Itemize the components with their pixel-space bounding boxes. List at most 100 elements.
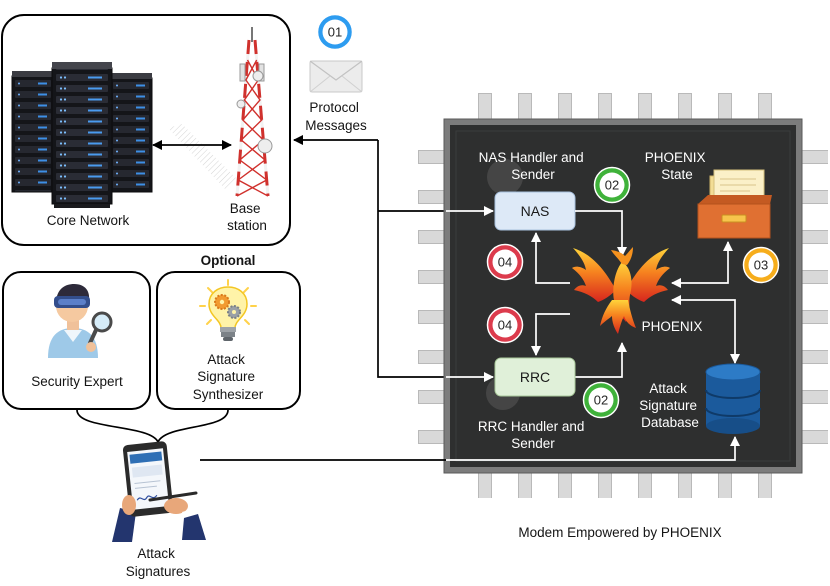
badge-number: 04 bbox=[498, 318, 512, 333]
phoenix-label: PHOENIX bbox=[642, 319, 703, 334]
tablet-text-line bbox=[134, 480, 161, 484]
base-station-label: Base station bbox=[227, 201, 267, 233]
database-separator bbox=[705, 407, 761, 417]
bulb-tip bbox=[223, 337, 233, 341]
nas-box-label: NAS bbox=[521, 203, 550, 219]
badge-face bbox=[492, 249, 518, 275]
gear-large-hub bbox=[219, 299, 225, 305]
database-separator bbox=[705, 389, 761, 399]
rrc-handler-label-line: Sender bbox=[511, 436, 555, 451]
synthesizer-label-line: Attack bbox=[207, 352, 245, 367]
magnifier-lens bbox=[91, 311, 113, 333]
badge-face bbox=[748, 252, 774, 278]
nas-handler-label-line: NAS Handler and bbox=[479, 150, 584, 165]
step-badge-03: 03 bbox=[742, 246, 780, 284]
antenna-panel bbox=[239, 63, 246, 82]
badge-face bbox=[588, 387, 614, 413]
core-network-label: Core Network bbox=[47, 213, 130, 228]
phoenix-state-label-line: State bbox=[661, 167, 693, 182]
server-rack-right bbox=[109, 77, 153, 193]
protocol-messages-label-line: Protocol bbox=[309, 100, 359, 115]
expert-to-signatures-connector bbox=[76, 409, 159, 443]
server-rack-middle bbox=[51, 67, 113, 205]
left-hand bbox=[122, 495, 136, 515]
attack-signatures-label-line: Attack bbox=[137, 546, 175, 561]
base-station-label-line: Base bbox=[230, 201, 261, 216]
synthesizer-label-line: Signature bbox=[197, 369, 255, 384]
tower-leg-left bbox=[235, 39, 251, 197]
database-top bbox=[705, 363, 761, 381]
modem-caption: Modem Empowered by PHOENIX bbox=[518, 525, 721, 540]
security-expert-icon bbox=[48, 284, 113, 358]
database-label-line: Database bbox=[641, 415, 699, 430]
tower-leg-right bbox=[253, 39, 270, 197]
right-hand bbox=[164, 498, 188, 514]
tablet-content bbox=[131, 464, 163, 478]
rrc-box: RRC bbox=[494, 357, 576, 397]
antenna-dish bbox=[252, 70, 264, 82]
attack-signatures-label: Attack Signatures bbox=[126, 546, 191, 579]
right-sleeve bbox=[182, 514, 206, 540]
arrow-nas-to-phoenix bbox=[575, 210, 628, 258]
synthesizer-to-signatures-connector bbox=[157, 409, 229, 443]
rrc-handler-label-line: RRC Handler and bbox=[478, 419, 585, 434]
chip-pins-bottom bbox=[478, 470, 772, 498]
security-expert-label: Security Expert bbox=[31, 374, 123, 389]
tablet-text-line bbox=[134, 485, 157, 489]
envelope-body bbox=[309, 60, 363, 93]
file-drawer-icon bbox=[697, 169, 772, 239]
database-label-line: Signature bbox=[639, 398, 697, 413]
nas-handler-label: NAS Handler and Sender bbox=[479, 150, 588, 182]
expert-hand bbox=[86, 342, 96, 352]
attack-signatures-label-line: Signatures bbox=[126, 564, 191, 579]
phoenix-right-wing bbox=[626, 248, 670, 302]
server-rack-right-cap bbox=[110, 73, 152, 79]
tower-bracing bbox=[236, 59, 269, 197]
arrow-phoenix-to-nas bbox=[530, 231, 570, 284]
bulb-base bbox=[220, 327, 236, 332]
server-rack-left bbox=[11, 75, 55, 193]
badge-shadow bbox=[487, 159, 523, 195]
phoenix-head bbox=[611, 247, 633, 265]
envelope-fold bbox=[309, 75, 331, 93]
right-cuff bbox=[182, 508, 198, 518]
antenna-dish bbox=[236, 99, 246, 109]
chip-pins-left bbox=[418, 150, 448, 444]
phoenix-icon bbox=[572, 247, 670, 334]
tablet-signature-scribble bbox=[136, 494, 158, 501]
drawer-handle bbox=[721, 214, 747, 223]
arrow-rrc-to-phoenix bbox=[575, 341, 628, 378]
tablet-header bbox=[129, 451, 163, 464]
expert-collar bbox=[64, 330, 82, 342]
bulb-rays bbox=[199, 279, 257, 325]
magnifier-handle bbox=[88, 328, 98, 345]
optional-heading: Optional bbox=[201, 253, 256, 268]
step-badge-01: 01 bbox=[316, 13, 354, 51]
server-rack-middle-cap bbox=[52, 62, 112, 69]
nas-handler-label-line: Sender bbox=[511, 167, 555, 182]
protocol-messages-label: Protocol Messages bbox=[305, 100, 367, 133]
server-rack-base bbox=[54, 204, 110, 208]
badge-number: 02 bbox=[594, 393, 608, 408]
rrc-handler-label: RRC Handler and Sender bbox=[478, 419, 588, 451]
tower-bracing bbox=[236, 59, 269, 197]
envelope-fold bbox=[341, 75, 363, 93]
cell-tower-icon bbox=[235, 27, 273, 197]
bulb-base bbox=[221, 332, 235, 337]
server-rack-left-cap bbox=[12, 71, 54, 77]
gear-small-hub bbox=[232, 310, 236, 314]
step-badge-02-nas: 02 bbox=[593, 166, 631, 204]
signatures-to-database-arrow bbox=[446, 435, 741, 461]
tablet-screen bbox=[127, 448, 170, 510]
expert-vr-lens bbox=[58, 299, 86, 305]
tablet-signature-icon bbox=[112, 441, 206, 542]
chip-pins-top bbox=[478, 93, 772, 123]
badge-number: 01 bbox=[328, 25, 342, 40]
synthesizer-label: Attack Signature Synthesizer bbox=[193, 352, 264, 402]
nas-box: NAS bbox=[494, 191, 576, 231]
phoenix-state-label: PHOENIX State bbox=[645, 150, 710, 182]
phoenix-tail bbox=[600, 300, 636, 334]
badge-face bbox=[599, 172, 625, 198]
expert-torso bbox=[48, 328, 98, 358]
